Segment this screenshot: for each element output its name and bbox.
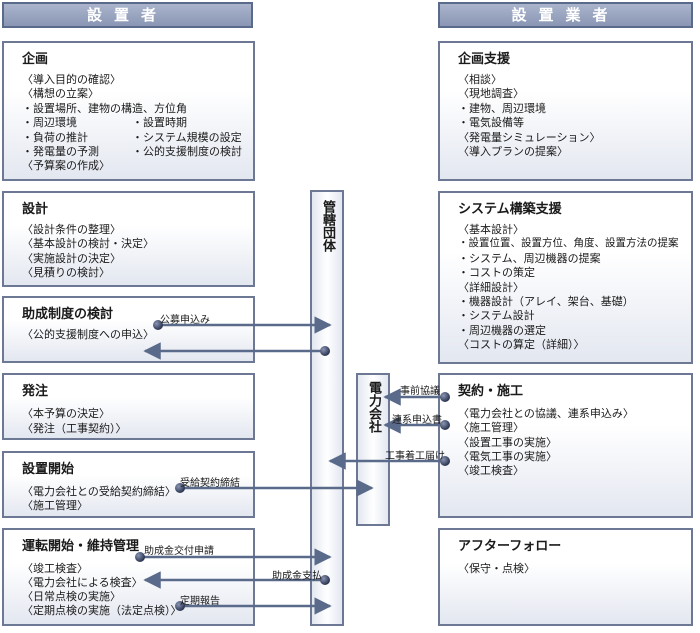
panel-line: 〈施工管理〉 bbox=[458, 421, 524, 434]
panel-line: ・システム、周辺機器の提案 bbox=[458, 252, 601, 265]
label-keito: 連系申込書 bbox=[392, 415, 442, 426]
panel-system-support: システム構築支援 〈基本設計〉 ・設置位置、設置方位、角度、設置方法の提案 ・シ… bbox=[438, 191, 693, 364]
panel-line: 〈導入目的の確認〉 bbox=[22, 73, 121, 86]
panel-line: 〈竣工検査〉 bbox=[458, 464, 524, 477]
label-chakko: 工事着工届け bbox=[385, 451, 445, 462]
label-jizen: 事前協議 bbox=[400, 386, 440, 397]
panel-design: 設計 〈設計条件の整理〉 〈基本設計の検討・決定〉 〈実施設計の決定〉 〈見積り… bbox=[2, 191, 255, 287]
panel-line: 〈電力会社との受給契約締結〉 bbox=[22, 485, 176, 498]
panel-line: ・設置時期 bbox=[132, 116, 187, 129]
panel-title: 助成制度の検討 bbox=[22, 307, 114, 322]
dot bbox=[320, 346, 330, 356]
panel-title: 契約・施工 bbox=[458, 384, 524, 399]
panel-line: 〈詳細設計〉 bbox=[458, 281, 524, 294]
panel-title: システム構築支援 bbox=[458, 202, 562, 217]
panel-line: 〈電気工事の実施〉 bbox=[458, 450, 557, 463]
panel-planning: 企画 〈導入目的の確認〉 〈構想の立案〉 ・設置場所、建物の構造、方位角 ・周辺… bbox=[2, 41, 255, 181]
panel-line: 〈相談〉 bbox=[458, 73, 502, 86]
panel-line: ・機器設計（アレイ、架台、基礎） bbox=[458, 295, 634, 308]
panel-line: ・周辺機器の選定 bbox=[458, 324, 546, 337]
panel-title: 企画 bbox=[22, 52, 49, 67]
panel-line: 〈基本設計の検討・決定〉 bbox=[22, 237, 154, 250]
header-contractor: 設置業者 bbox=[438, 2, 693, 28]
panel-line: ・電気設備等 bbox=[458, 116, 524, 129]
label-shiharai: 助成金支払 bbox=[272, 571, 322, 582]
panel-title: 発注 bbox=[22, 384, 49, 399]
panel-line: 〈予算案の作成〉 bbox=[22, 159, 110, 172]
label-teiki: 定期報告 bbox=[180, 596, 220, 607]
panel-line: 〈設計条件の整理〉 bbox=[22, 223, 121, 236]
panel-line: 〈保守・点検〉 bbox=[458, 562, 535, 575]
dot bbox=[175, 601, 185, 611]
panel-line: 〈本予算の決定〉 bbox=[22, 407, 110, 420]
panel-line: 〈公的支援制度への申込〉 bbox=[22, 328, 154, 341]
panel-line: 〈竣工検査〉 bbox=[22, 562, 88, 575]
power-company-label: 電力会社 bbox=[365, 381, 381, 438]
label-kobo: 公募申込み bbox=[160, 315, 210, 326]
panel-title: 設置開始 bbox=[22, 462, 75, 477]
panel-contract-construction: 契約・施工 〈電力会社との協議、連系申込み〉 〈施工管理〉 〈設置工事の実施〉 … bbox=[438, 373, 693, 518]
panel-line: 〈導入プランの提案〉 bbox=[458, 145, 568, 158]
panel-line: 〈電力会社との協議、連系申込み〉 bbox=[458, 407, 634, 420]
panel-title: 企画支援 bbox=[458, 52, 511, 67]
panel-line: 〈コストの算定（詳細）〉 bbox=[458, 338, 585, 351]
jurisdiction-label: 管轄団体 bbox=[319, 200, 335, 257]
panel-title: 運転開始・維持管理 bbox=[22, 539, 140, 554]
panel-line: ・公的支援制度の検討 bbox=[132, 145, 242, 158]
dot bbox=[135, 552, 145, 562]
header-installer: 設置者 bbox=[2, 2, 253, 28]
dot bbox=[440, 392, 450, 402]
panel-line: ・周辺環境 bbox=[22, 116, 77, 129]
panel-title: アフターフォロー bbox=[458, 539, 562, 554]
panel-line: 〈構想の立案〉 bbox=[22, 87, 99, 100]
panel-line: ・コストの策定 bbox=[458, 266, 535, 279]
label-jukyu: 受給契約締結 bbox=[180, 478, 240, 489]
panel-line: 〈設置工事の実施〉 bbox=[458, 436, 557, 449]
panel-line: 〈基本設計〉 bbox=[458, 223, 524, 236]
panel-line: ・建物、周辺環境 bbox=[458, 102, 546, 115]
dot bbox=[153, 320, 163, 330]
panel-line: 〈電力会社による検査〉 bbox=[22, 576, 143, 589]
panel-line: ・負荷の推計 bbox=[22, 131, 88, 144]
panel-title: 設計 bbox=[22, 202, 49, 217]
panel-line: ・システム設計 bbox=[458, 309, 535, 322]
panel-subsidy: 助成制度の検討 〈公的支援制度への申込〉 bbox=[2, 296, 255, 363]
panel-line: 〈施工管理〉 bbox=[22, 499, 88, 512]
dot bbox=[440, 456, 450, 466]
jurisdiction-text: 管轄団体 bbox=[320, 200, 335, 252]
panel-line: 〈発電量シミュレーション〉 bbox=[458, 131, 601, 144]
power-company-text: 電力会社 bbox=[366, 381, 381, 433]
panel-order: 発注 〈本予算の決定〉 〈発注（工事契約）〉 bbox=[2, 373, 255, 440]
panel-operation: 運転開始・維持管理 〈竣工検査〉 〈電力会社による検査〉 〈日常点検の実施〉 〈… bbox=[2, 528, 255, 626]
panel-planning-support: 企画支援 〈相談〉 〈現地調査〉 ・建物、周辺環境 ・電気設備等 〈発電量シミュ… bbox=[438, 41, 693, 181]
dot bbox=[175, 483, 185, 493]
panel-install-start: 設置開始 〈電力会社との受給契約締結〉 〈施工管理〉 bbox=[2, 451, 255, 518]
dot bbox=[320, 575, 330, 585]
dot bbox=[440, 420, 450, 430]
panel-line: ・設置場所、建物の構造、方位角 bbox=[22, 102, 187, 115]
label-koufu: 助成金交付申請 bbox=[144, 546, 214, 557]
panel-line: 〈実施設計の決定〉 bbox=[22, 252, 121, 265]
panel-line: 〈発注（工事契約）〉 bbox=[22, 422, 127, 435]
panel-line: 〈見積りの検討〉 bbox=[22, 266, 110, 279]
panel-line: ・システム規模の設定 bbox=[132, 131, 242, 144]
panel-line: 〈現地調査〉 bbox=[458, 87, 524, 100]
panel-line: ・設置位置、設置方位、角度、設置方法の提案 bbox=[458, 237, 679, 249]
panel-line: 〈日常点検の実施〉 bbox=[22, 590, 121, 603]
panel-line: 〈定期点検の実施（法定点検）〉 bbox=[22, 604, 182, 617]
panel-after-follow: アフターフォロー 〈保守・点検〉 bbox=[438, 528, 693, 626]
panel-line: ・発電量の予測 bbox=[22, 145, 99, 158]
